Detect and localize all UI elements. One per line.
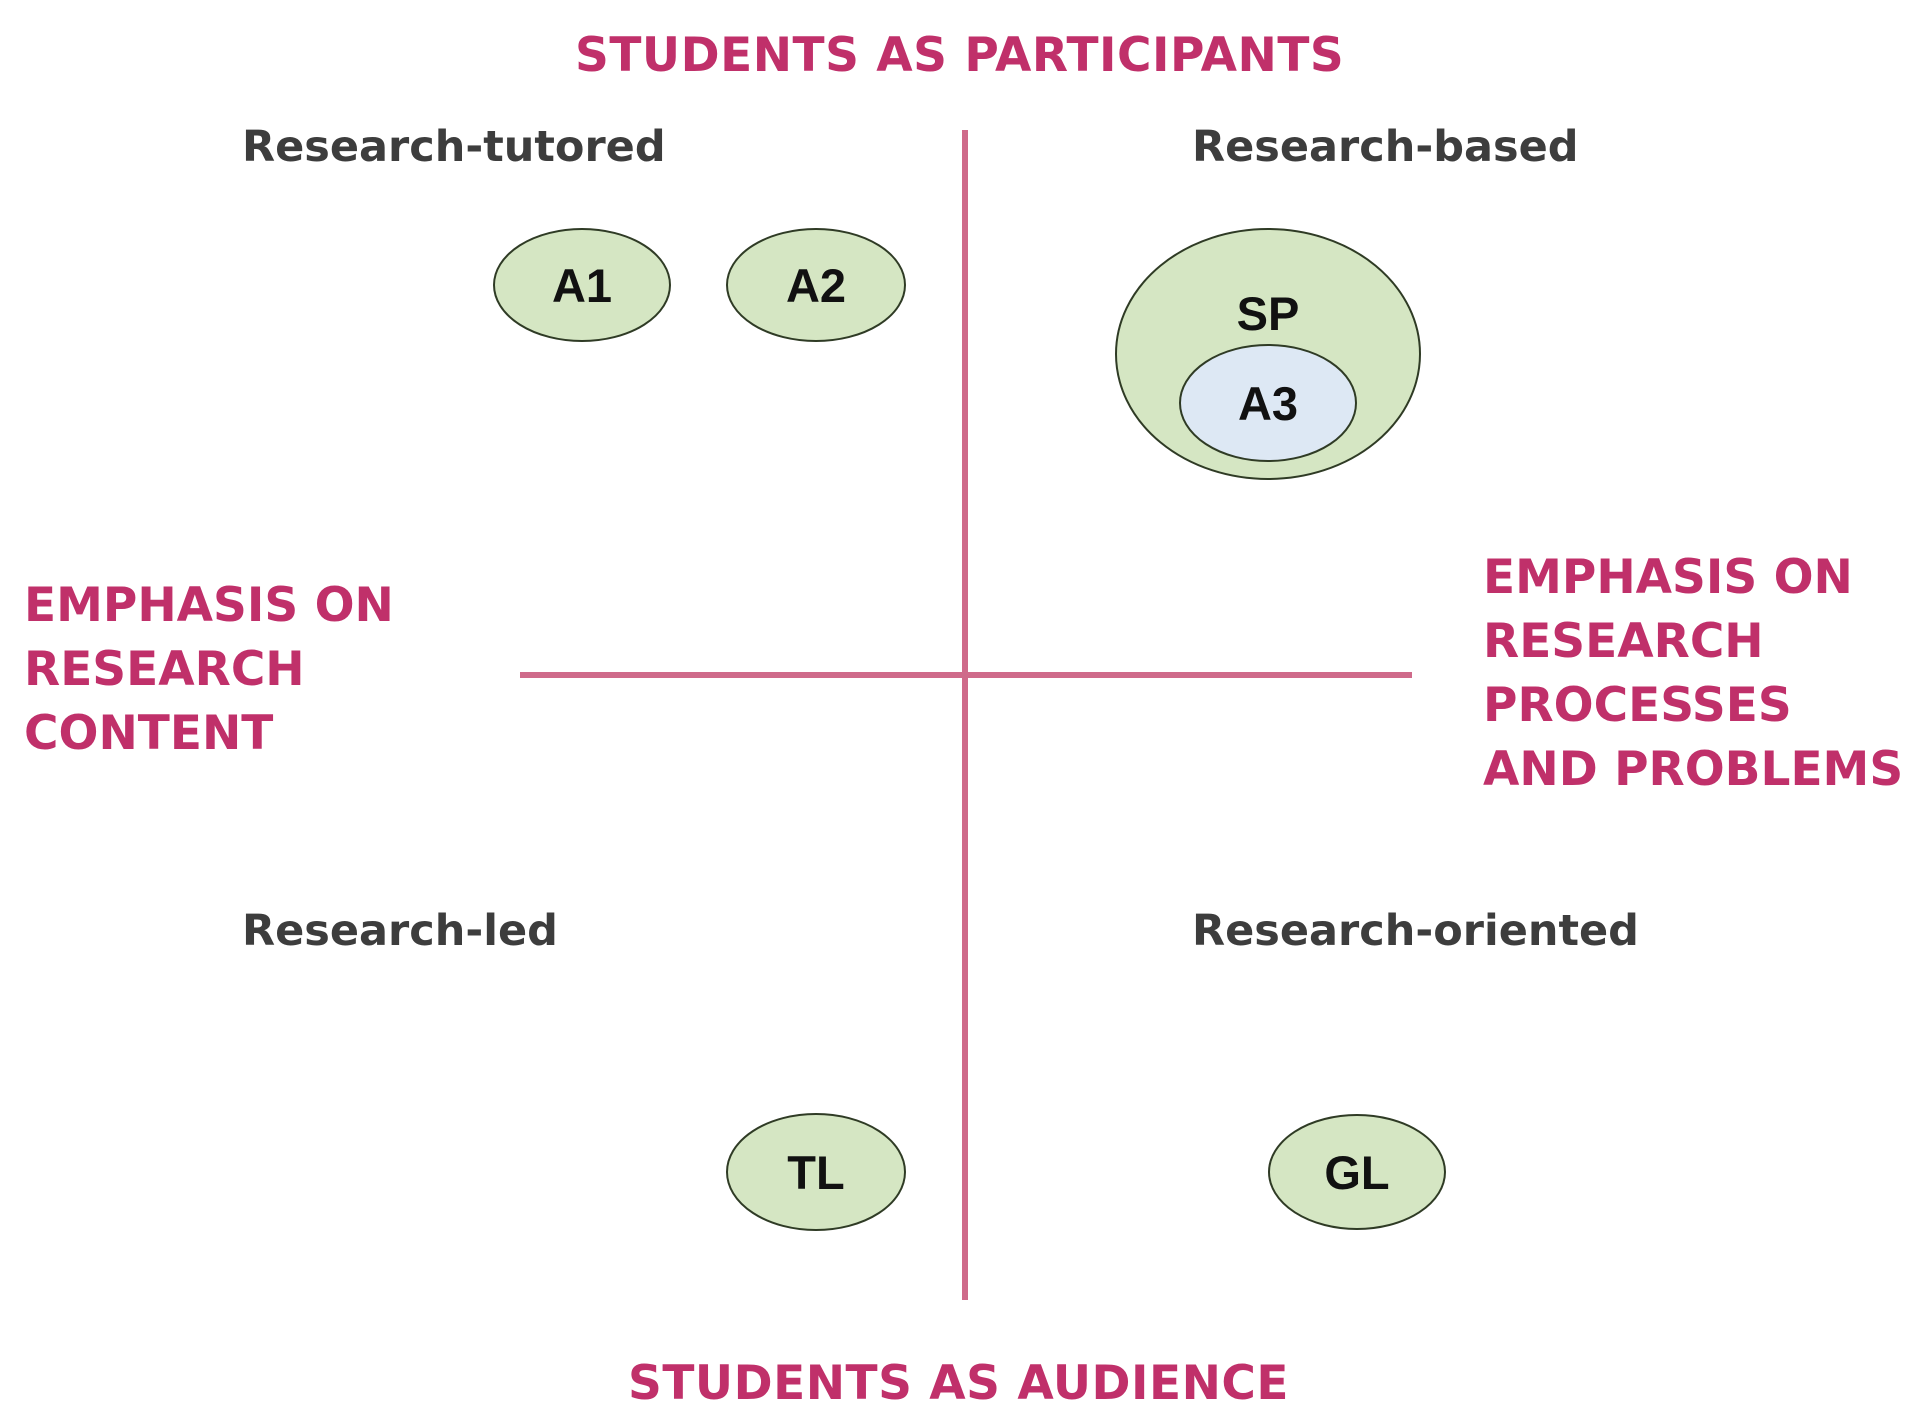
axis-title-right-line: RESEARCH xyxy=(1483,614,1764,669)
node-a2: A2 xyxy=(726,228,906,342)
node-a1-label: A1 xyxy=(552,259,612,312)
axis-title-left-line: EMPHASIS ON xyxy=(24,578,394,633)
node-sp-label: SP xyxy=(1237,287,1300,340)
node-a1: A1 xyxy=(493,228,671,342)
node-tl-label: TL xyxy=(787,1146,844,1199)
axis-title-bottom: STUDENTS AS AUDIENCE xyxy=(628,1356,1290,1411)
node-gl-label: GL xyxy=(1324,1146,1389,1199)
quadrant-label-bottom-right: Research-oriented xyxy=(1192,906,1639,956)
quadrant-label-top-right: Research-based xyxy=(1192,122,1579,172)
axis-title-left: EMPHASIS ON RESEARCH CONTENT xyxy=(24,574,394,766)
axis-title-right-line: AND PROBLEMS xyxy=(1483,742,1904,797)
axis-title-right: EMPHASIS ON RESEARCH PROCESSES AND PROBL… xyxy=(1483,546,1903,802)
node-a2-label: A2 xyxy=(786,259,846,312)
quadrant-label-bottom-left: Research-led xyxy=(242,906,558,956)
node-a3: A3 xyxy=(1179,344,1357,462)
node-tl: TL xyxy=(726,1113,906,1231)
node-a3-label: A3 xyxy=(1238,377,1298,430)
axis-title-left-line: RESEARCH xyxy=(24,642,305,697)
quadrant-label-top-left: Research-tutored xyxy=(242,122,666,172)
node-sp: SP A3 xyxy=(1115,228,1421,480)
axis-title-left-line: CONTENT xyxy=(24,706,274,761)
axis-title-right-line: PROCESSES xyxy=(1483,678,1792,733)
node-gl: GL xyxy=(1268,1114,1446,1230)
axis-title-top: STUDENTS AS PARTICIPANTS xyxy=(575,28,1345,83)
axis-title-right-line: EMPHASIS ON xyxy=(1483,550,1853,605)
